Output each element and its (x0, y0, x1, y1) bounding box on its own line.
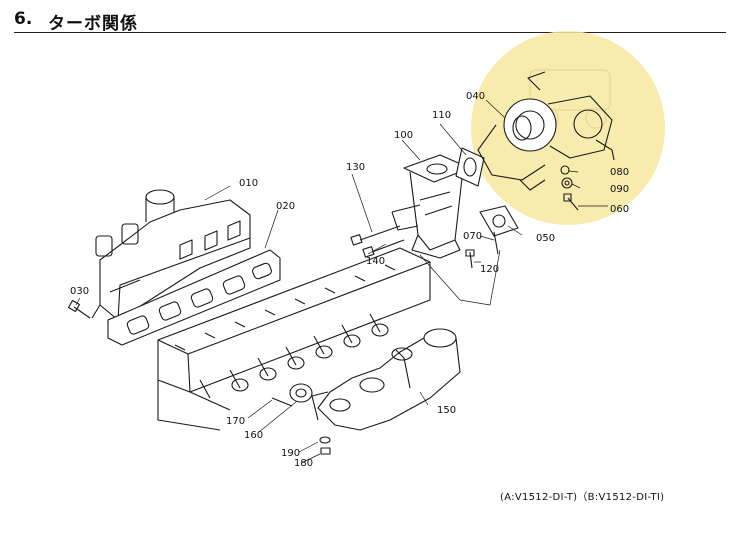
callout-140: 140 (366, 256, 385, 267)
callout-150: 150 (437, 405, 456, 416)
watermark-circle (471, 31, 665, 225)
callout-010: 010 (239, 178, 258, 189)
nut-180 (320, 447, 331, 455)
callout-020: 020 (276, 201, 295, 212)
callout-180: 180 (294, 458, 313, 469)
callout-160: 160 (244, 430, 263, 441)
washer-190 (319, 436, 331, 444)
bolt-140 (362, 239, 405, 258)
gasket-110 (455, 147, 485, 187)
section-number: 6. (14, 9, 33, 29)
callout-050: 050 (536, 233, 555, 244)
intake-manifold (91, 189, 251, 321)
header-rule (14, 32, 726, 33)
callout-170: 170 (226, 416, 245, 427)
callout-110: 110 (432, 110, 451, 121)
callout-090: 090 (610, 184, 629, 195)
callout-060: 060 (610, 204, 629, 215)
nut-080 (560, 165, 570, 175)
callout-030: 030 (70, 286, 89, 297)
callouts: 010 020 030 040 050 060 070 080 090 100 … (70, 91, 629, 469)
cylinder-head-block (157, 247, 431, 431)
bolt-060 (563, 193, 579, 211)
callout-040: 040 (466, 91, 485, 102)
bolt-120 (465, 249, 475, 269)
callout-130: 130 (346, 162, 365, 173)
model-footnote: (A:V1512-DI-T)（B:V1512-DI-TI) (500, 492, 665, 503)
gasket-050 (479, 205, 519, 237)
washer-090 (561, 177, 573, 189)
callout-080: 080 (610, 167, 629, 178)
stud-170 (271, 397, 293, 407)
turbocharger (477, 71, 615, 191)
callout-070: 070 (463, 231, 482, 242)
callout-190: 190 (281, 448, 300, 459)
stud-070 (493, 231, 499, 255)
bolt-030 (67, 299, 91, 319)
gasket-160 (289, 383, 313, 403)
exhaust-manifold (311, 328, 461, 431)
leader-lines (75, 99, 608, 464)
manifold-gasket (107, 249, 281, 346)
section-title: ターボ関係 (48, 14, 138, 34)
callout-120: 120 (480, 264, 499, 275)
callout-100: 100 (394, 130, 413, 141)
bolt-130 (350, 225, 401, 246)
section-header: 6. ターボ関係 (14, 6, 726, 36)
